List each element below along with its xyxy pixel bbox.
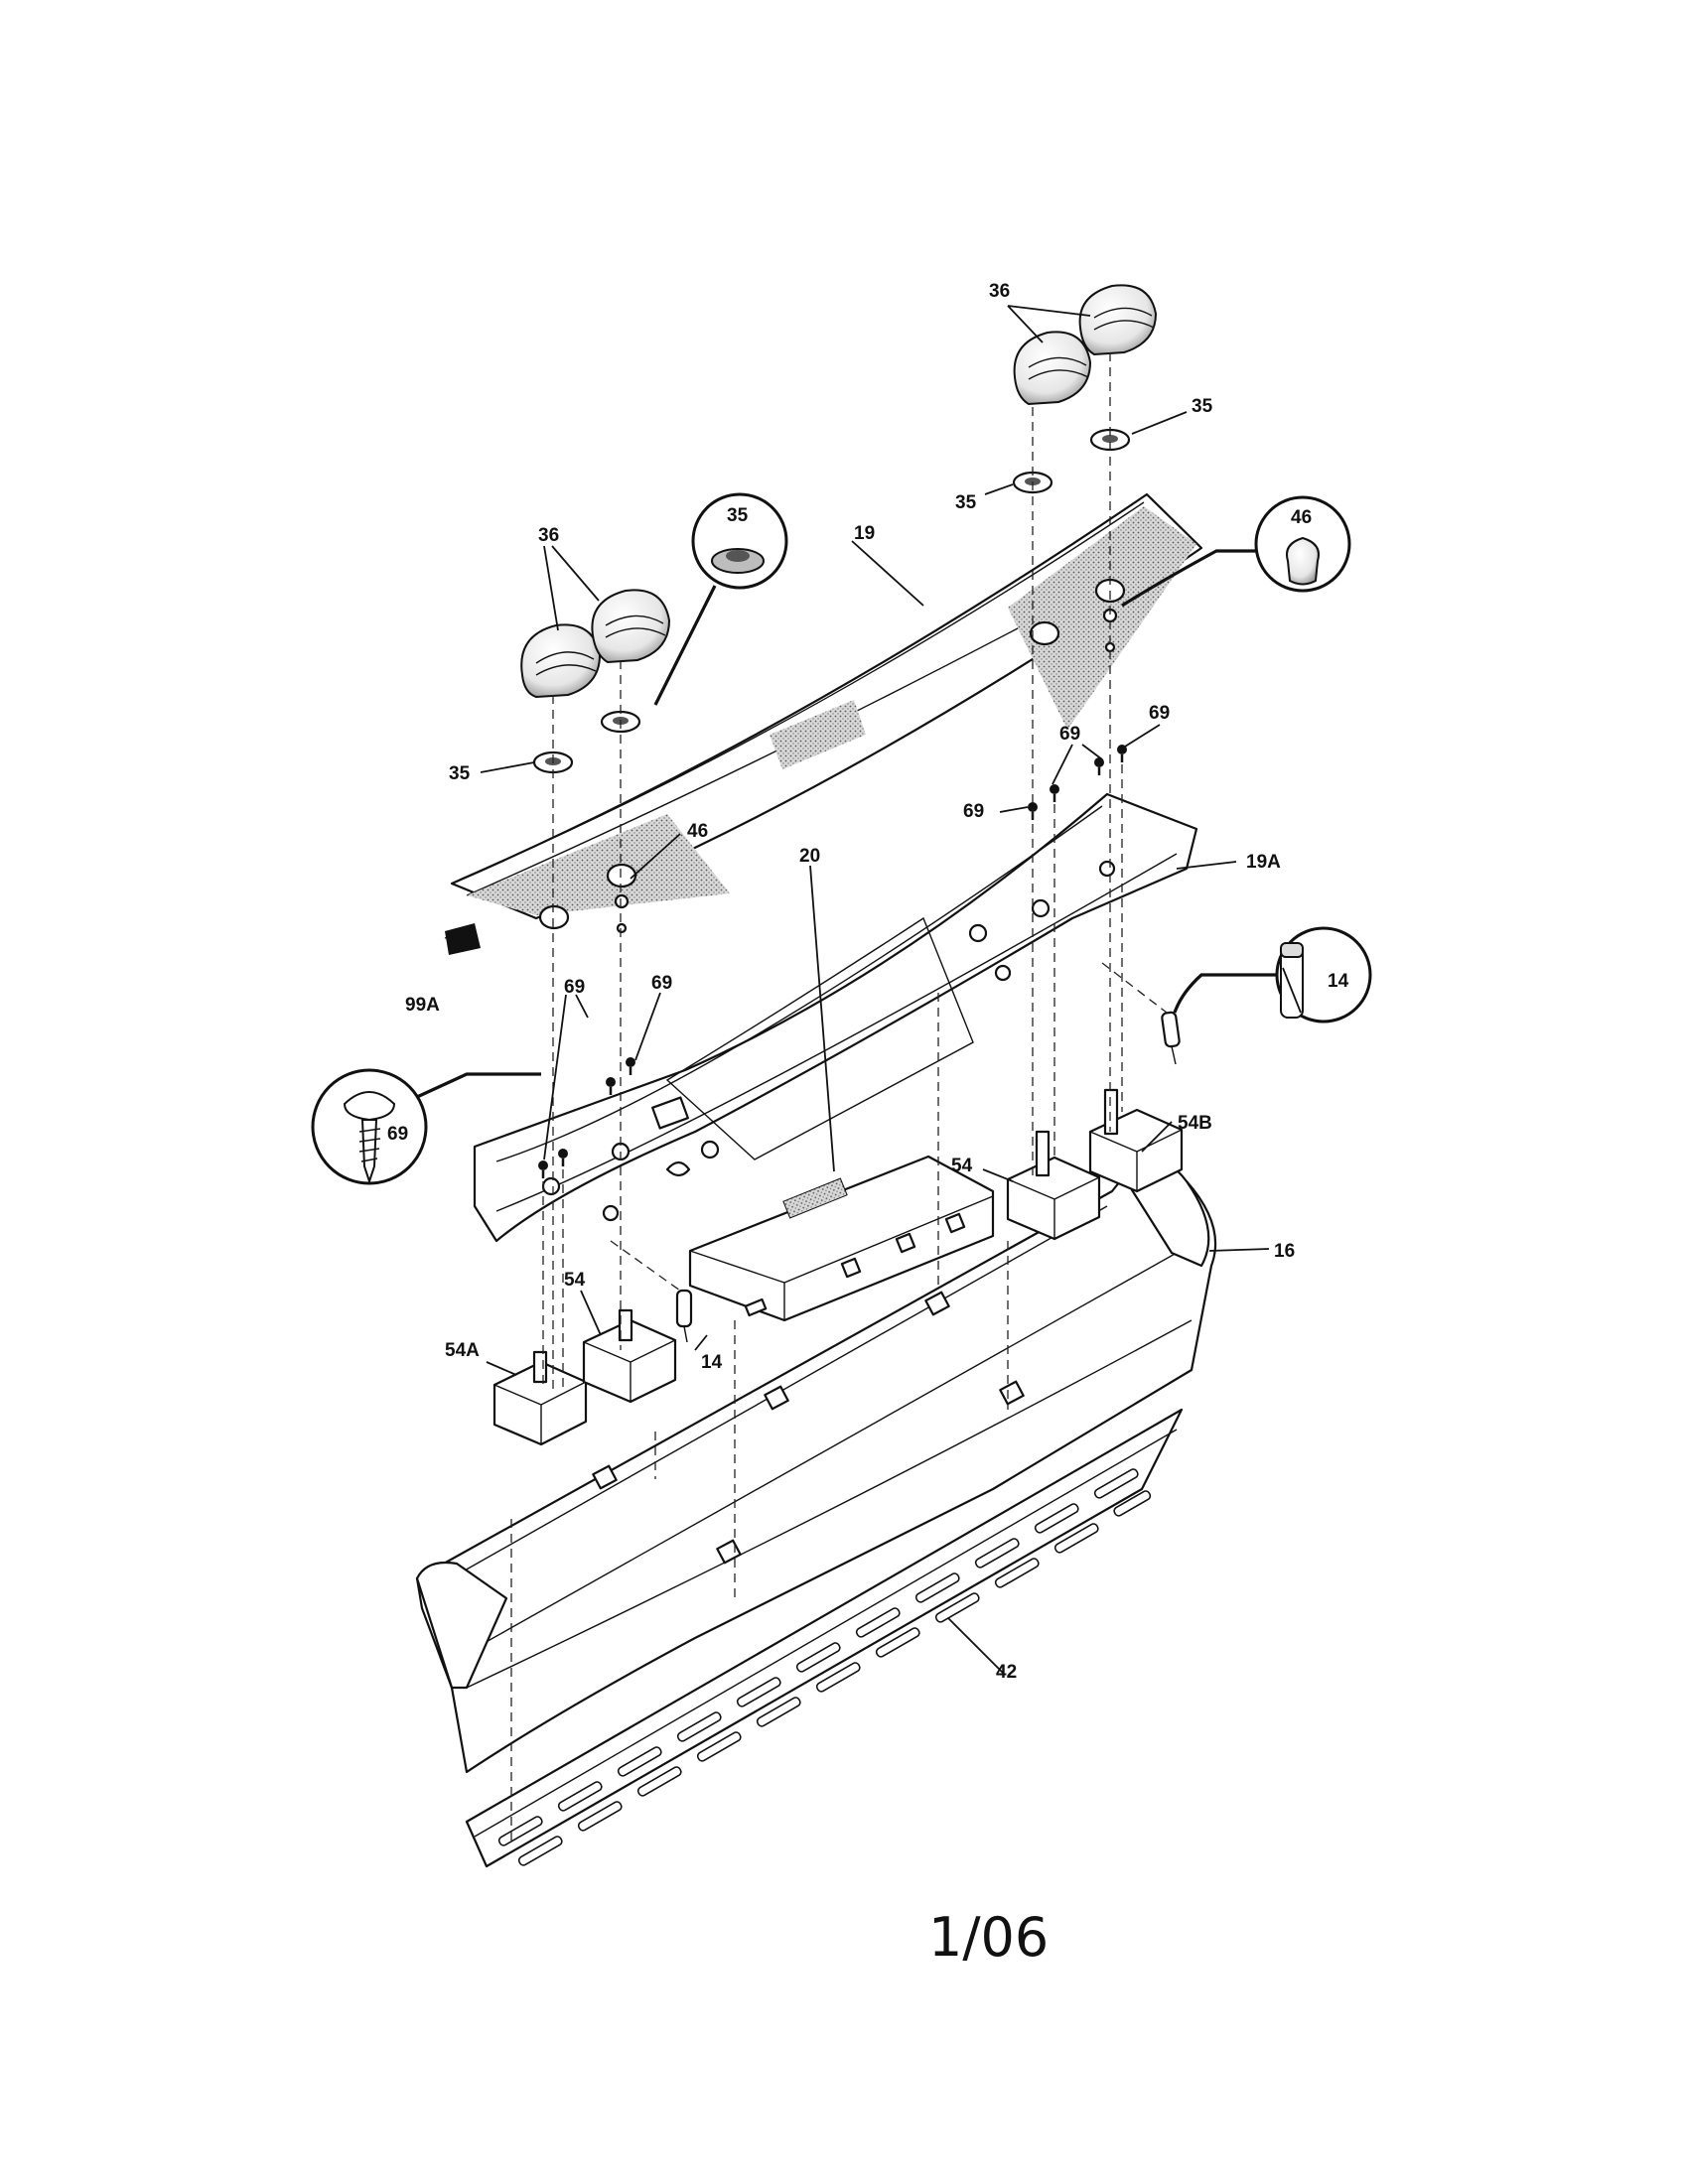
switch-54-right bbox=[1006, 1130, 1101, 1241]
callout-54b: 54B bbox=[1178, 1113, 1212, 1134]
callout-35-circle: 35 bbox=[727, 505, 749, 526]
detail-circle-46-right bbox=[1121, 495, 1351, 608]
callout-35-left: 35 bbox=[449, 763, 471, 784]
callout-54a: 54A bbox=[445, 1340, 480, 1361]
callout-69-right-b: 69 bbox=[1149, 703, 1170, 724]
callout-69-left-b: 69 bbox=[651, 973, 672, 994]
lamp-14-left bbox=[675, 1289, 693, 1343]
detail-circle-14 bbox=[1173, 926, 1372, 1024]
control-board-20 bbox=[688, 1155, 995, 1322]
callout-14-circle: 14 bbox=[1328, 971, 1349, 992]
callout-54-right: 54 bbox=[951, 1156, 973, 1176]
callout-16: 16 bbox=[1274, 1241, 1295, 1262]
callout-20: 20 bbox=[799, 846, 820, 867]
knob-36-right-a bbox=[1013, 331, 1092, 406]
screws-69 bbox=[538, 745, 1127, 1178]
callout-labels: 36 35 35 46 19 69 69 69 19A 36 35 35 46 … bbox=[387, 281, 1349, 1683]
knob-36-left-b bbox=[591, 589, 671, 664]
callout-69-right-a: 69 bbox=[1059, 724, 1080, 745]
callout-69-left-a: 69 bbox=[564, 977, 585, 998]
callout-19a: 19A bbox=[1246, 852, 1281, 873]
callout-36-top-left: 36 bbox=[538, 525, 559, 546]
callout-42: 42 bbox=[996, 1662, 1017, 1683]
callout-46-circle: 46 bbox=[1291, 507, 1312, 528]
detail-circle-69 bbox=[311, 1068, 541, 1185]
control-bracket-19a bbox=[473, 792, 1198, 1243]
callout-36-top-right: 36 bbox=[989, 281, 1010, 302]
callout-69-right-c: 69 bbox=[963, 801, 984, 822]
control-panel-19 bbox=[450, 492, 1203, 934]
switch-54a bbox=[492, 1350, 588, 1446]
vent-slots bbox=[497, 1468, 1152, 1866]
detail-circle-35 bbox=[653, 492, 788, 706]
callout-14-left: 14 bbox=[701, 1352, 723, 1373]
callout-69-circle: 69 bbox=[387, 1124, 408, 1145]
switch-54b bbox=[1088, 1088, 1184, 1193]
assembly-lines bbox=[510, 352, 1168, 1846]
callout-99a: 99A bbox=[405, 995, 440, 1016]
knob-36-right-b bbox=[1078, 284, 1158, 356]
knob-36-left-a bbox=[520, 623, 602, 699]
leader-lines bbox=[480, 305, 1270, 1674]
callout-19: 19 bbox=[854, 523, 875, 544]
callout-35-top-right: 35 bbox=[1192, 396, 1213, 417]
switch-54-left bbox=[582, 1308, 677, 1404]
callout-46-left: 46 bbox=[687, 821, 708, 842]
callout-35-right-bezel: 35 bbox=[955, 492, 977, 513]
callout-54-left: 54 bbox=[564, 1270, 586, 1291]
lamp-14-right bbox=[1161, 1011, 1181, 1065]
date-code: 1/06 bbox=[928, 1906, 1050, 1969]
harness-99a bbox=[444, 923, 481, 955]
vent-trim-42 bbox=[465, 1408, 1184, 1868]
